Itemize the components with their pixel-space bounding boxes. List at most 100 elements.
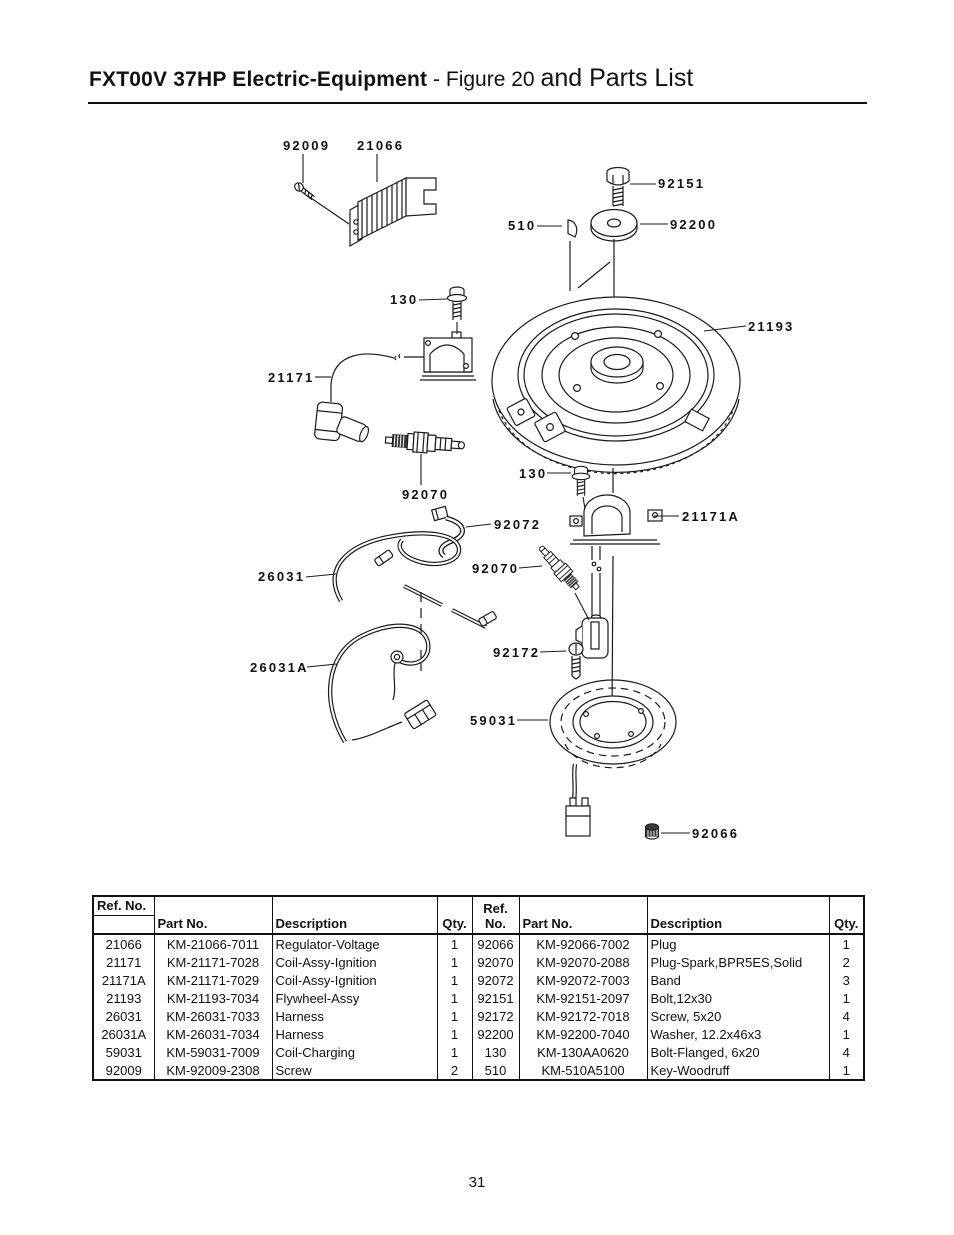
table-cell: KM-21171-7028 bbox=[153, 953, 273, 971]
callout-leader-92172 bbox=[539, 650, 567, 653]
header-ref-left: Ref. No. bbox=[92, 896, 155, 935]
callout-92200: 92200 bbox=[670, 217, 717, 232]
table-cell: 21193 bbox=[92, 989, 155, 1007]
table-cell: Coil-Assy-Ignition bbox=[271, 953, 438, 971]
page-number: 31 bbox=[468, 1174, 486, 1191]
callout-leader-92009 bbox=[307, 195, 350, 225]
table-cell: 26031A bbox=[92, 1025, 155, 1043]
part-harness-26031 bbox=[332, 531, 497, 629]
table-cell: Harness bbox=[271, 1007, 438, 1025]
callout-92151: 92151 bbox=[658, 176, 705, 191]
table-cell: 4 bbox=[828, 1043, 865, 1061]
table-cell: KM-21193-7034 bbox=[153, 989, 273, 1007]
table-cell: 21066 bbox=[92, 934, 155, 953]
callout-92172: 92172 bbox=[493, 645, 540, 660]
callout-leader-92070 bbox=[574, 592, 590, 621]
part-coil-21171a bbox=[569, 494, 663, 659]
parts-table: Ref. No. Part No. Description Qty. Ref.N… bbox=[92, 895, 865, 1081]
table-cell: Flywheel-Assy bbox=[271, 989, 438, 1007]
table-cell: KM-21066-7011 bbox=[153, 934, 273, 953]
table-cell: KM-92070-2088 bbox=[518, 953, 648, 971]
table-cell: 92072 bbox=[471, 971, 520, 989]
page-title: FXT00V 37HP Electric-Equipment - Figure … bbox=[89, 64, 693, 93]
table-cell: 1 bbox=[436, 934, 473, 953]
table-cell: KM-130AA0620 bbox=[518, 1043, 648, 1061]
callout-59031: 59031 bbox=[470, 713, 517, 728]
callout-leader-26031A bbox=[306, 663, 338, 668]
header-ref-right: Ref.No. bbox=[471, 896, 520, 935]
callout-21193: 21193 bbox=[748, 319, 794, 334]
callout-leader-92070 bbox=[518, 565, 543, 569]
title-model-segment: FXT00V 37HP Electric-Equipment bbox=[89, 68, 428, 91]
part-washer-92200 bbox=[590, 208, 638, 242]
table-cell: KM-26031-7034 bbox=[153, 1025, 273, 1043]
table-cell: 1 bbox=[436, 1007, 473, 1025]
part-screw-92009 bbox=[294, 182, 315, 201]
table-cell: KM-92172-7018 bbox=[518, 1007, 648, 1025]
table-cell: 4 bbox=[828, 1007, 865, 1025]
header-part-left: Part No. bbox=[153, 896, 273, 935]
part-bolt-92151 bbox=[606, 166, 630, 207]
title-partslist-segment: and Parts List bbox=[540, 64, 694, 92]
table-cell: KM-26031-7033 bbox=[153, 1007, 273, 1025]
table-cell: Bolt-Flanged, 6x20 bbox=[646, 1043, 830, 1061]
table-cell: 3 bbox=[828, 971, 865, 989]
callout-92070: 92070 bbox=[402, 487, 449, 502]
part-screw-92172 bbox=[568, 642, 584, 680]
callout-92066: 92066 bbox=[692, 826, 739, 841]
table-cell: 92151 bbox=[471, 989, 520, 1007]
table-cell: 1 bbox=[436, 971, 473, 989]
table-cell: 26031 bbox=[92, 1007, 155, 1025]
callout-21171A: 21171A bbox=[682, 509, 740, 524]
table-cell: 1 bbox=[828, 1061, 865, 1080]
callout-leader-130 bbox=[418, 298, 448, 301]
callout-92072: 92072 bbox=[494, 517, 541, 532]
table-cell: Coil-Assy-Ignition bbox=[271, 971, 438, 989]
part-coil-21171 bbox=[314, 331, 476, 443]
table-cell: 1 bbox=[436, 953, 473, 971]
table-cell: Screw, 5x20 bbox=[646, 1007, 830, 1025]
table-cell: Harness bbox=[271, 1025, 438, 1043]
part-stator-59031 bbox=[549, 679, 677, 837]
callout-26031A: 26031A bbox=[250, 660, 309, 675]
table-cell: 1 bbox=[828, 989, 865, 1007]
table-cell: KM-21171-7029 bbox=[153, 971, 273, 989]
callout-26031: 26031 bbox=[258, 569, 305, 584]
header-part-right: Part No. bbox=[518, 896, 648, 935]
table-cell: KM-92072-7003 bbox=[518, 971, 648, 989]
callout-leader-130 bbox=[582, 496, 586, 510]
callout-21171: 21171 bbox=[268, 370, 314, 385]
part-regulator-21066 bbox=[349, 177, 437, 248]
table-cell: KM-92151-2097 bbox=[518, 989, 648, 1007]
table-cell: KM-92066-7002 bbox=[518, 934, 648, 953]
table-cell: 1 bbox=[436, 1043, 473, 1061]
callout-130: 130 bbox=[519, 466, 547, 481]
table-cell: Coil-Charging bbox=[271, 1043, 438, 1061]
table-cell: 92172 bbox=[471, 1007, 520, 1025]
part-harness-26031a bbox=[327, 592, 437, 744]
table-cell: 510 bbox=[471, 1061, 520, 1080]
table-cell: 1 bbox=[828, 934, 865, 953]
part-flywheel-21193 bbox=[491, 296, 741, 475]
table-cell: Key-Woodruff bbox=[646, 1061, 830, 1080]
callout-21066: 21066 bbox=[357, 138, 404, 153]
table-cell: 92009 bbox=[92, 1061, 155, 1080]
callout-130: 130 bbox=[390, 292, 418, 307]
table-cell: KM-59031-7009 bbox=[153, 1043, 273, 1061]
callout-92009: 92009 bbox=[283, 138, 330, 153]
table-cell: Washer, 12.2x46x3 bbox=[646, 1025, 830, 1043]
table-cell: Plug bbox=[646, 934, 830, 953]
part-bolt-130-top bbox=[446, 286, 468, 320]
title-underline bbox=[88, 102, 867, 104]
table-cell: Regulator-Voltage bbox=[271, 934, 438, 953]
table-cell: 59031 bbox=[92, 1043, 155, 1061]
part-sparkplug-92070-right bbox=[539, 545, 580, 591]
